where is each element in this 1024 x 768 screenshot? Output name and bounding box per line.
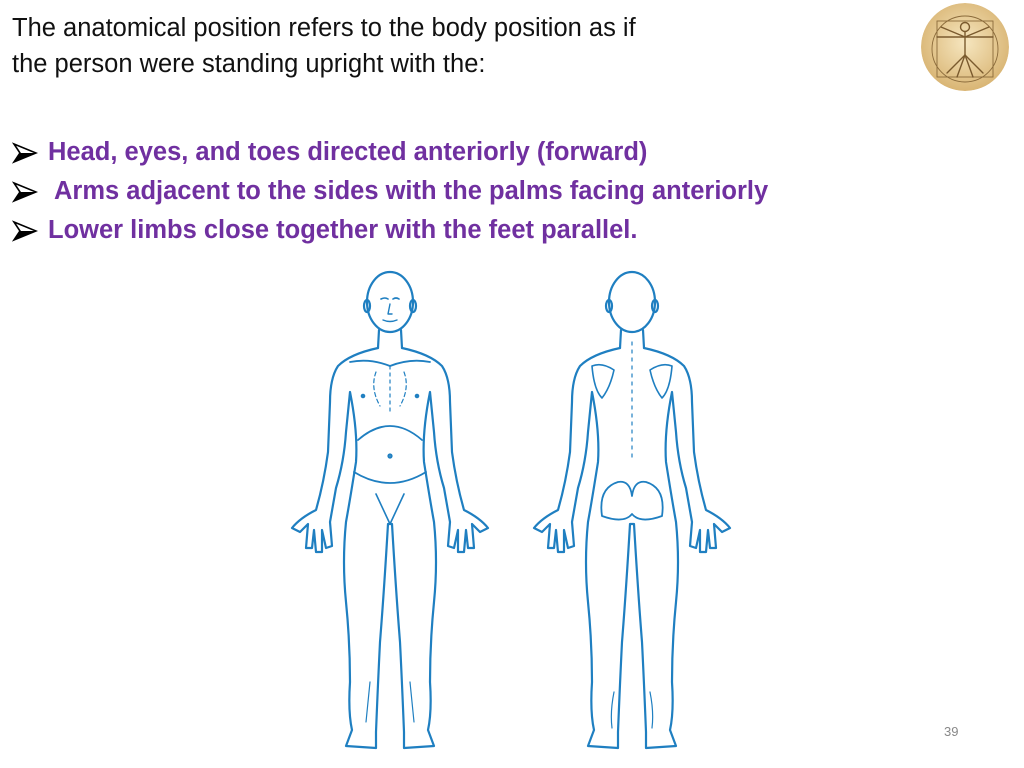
anatomical-position-figures bbox=[290, 270, 732, 750]
bullet-text: Lower limbs close together with the feet… bbox=[48, 216, 638, 244]
bullet-text: Head, eyes, and toes directed anteriorly… bbox=[48, 138, 648, 166]
intro-line-1: The anatomical position refers to the bo… bbox=[12, 14, 636, 42]
front-view-figure bbox=[290, 270, 490, 750]
arrowhead-bullet-icon bbox=[12, 219, 38, 242]
bullet-item: Arms adjacent to the sides with the palm… bbox=[12, 172, 768, 211]
arrowhead-bullet-icon bbox=[12, 180, 38, 203]
intro-line-2: the person were standing upright with th… bbox=[12, 50, 486, 78]
bullet-list: Head, eyes, and toes directed anteriorly… bbox=[12, 133, 768, 250]
back-view-figure bbox=[532, 270, 732, 750]
bullet-item: Lower limbs close together with the feet… bbox=[12, 211, 768, 250]
intro-text: The anatomical position refers to the bo… bbox=[12, 10, 832, 82]
page-number: 39 bbox=[944, 724, 959, 739]
vitruvian-man-icon bbox=[921, 3, 1009, 91]
bullet-text: Arms adjacent to the sides with the palm… bbox=[54, 177, 769, 205]
bullet-item: Head, eyes, and toes directed anteriorly… bbox=[12, 133, 768, 172]
arrowhead-bullet-icon bbox=[12, 141, 38, 164]
